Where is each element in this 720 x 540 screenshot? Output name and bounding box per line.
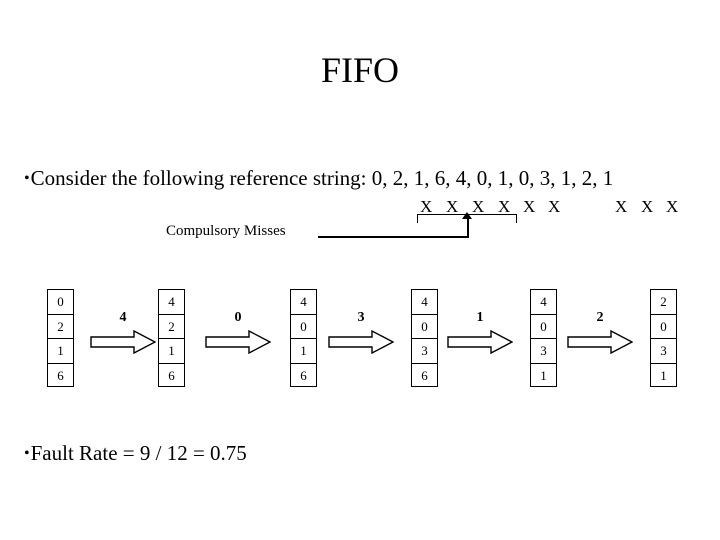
transition-label: 4 [119,310,127,325]
leader-vertical-line [467,216,469,238]
transition-4: 4 [88,310,158,356]
transition-2: 2 [565,310,635,356]
compulsory-misses-label: Compulsory Misses [166,223,286,239]
bullet-reference-text: Consider the following reference string:… [30,166,614,190]
right-block-arrow-icon [567,330,633,354]
frame-cell: 6 [421,367,428,383]
frame-cell: 3 [412,339,437,364]
frame-cell: 1 [291,339,316,364]
frame-cell: 2 [159,315,184,339]
miss-marker: X [548,197,561,216]
page-title: FIFO [320,50,400,90]
frame-cell: 0 [291,315,316,339]
transition-label: 0 [234,310,242,325]
bullet-reference-string: •Consider the following reference string… [24,165,613,192]
transition-label: 1 [476,310,484,325]
frame-cell: 0 [651,315,676,339]
transition-label: 3 [357,310,365,325]
frame-cell: 4 [531,290,556,315]
frame-cell: 0 [412,315,437,339]
frame-cell: 0 [531,315,556,339]
leader-horizontal-line [318,236,469,238]
frame-cell: 4 [291,290,316,315]
transition-label: 2 [596,310,604,325]
frame-cell: 1 [48,339,73,364]
transition-0: 0 [203,310,273,356]
frame-cell: 2 [48,315,73,339]
miss-marker: X [472,197,485,216]
miss-marker: X [446,197,459,216]
frame-cell: 6 [57,367,64,383]
miss-marker: X [615,197,628,216]
frame-cell: 1 [660,367,667,383]
miss-marker: X [641,197,654,216]
frame-cell: 4 [159,290,184,315]
miss-marker: X [666,197,679,216]
miss-marker: X [420,197,433,216]
frame-cell: 1 [540,367,547,383]
frame-cell: 3 [651,339,676,364]
frame-cell: 1 [159,339,184,364]
bullet-fault-rate: •Fault Rate = 9 / 12 = 0.75 [24,440,247,467]
leader-arrowhead-icon [462,212,472,219]
frame-cell: 0 [48,290,73,315]
right-block-arrow-icon [90,330,156,354]
frame-cell: 6 [300,367,307,383]
frame-cell: 6 [168,367,175,383]
frame-cell: 4 [412,290,437,315]
bullet-fault-text: Fault Rate = 9 / 12 = 0.75 [30,441,247,465]
bullet-dot-icon: • [24,170,30,187]
right-block-arrow-icon [447,330,513,354]
bullet-dot-icon: • [24,445,30,462]
miss-marker: X [498,197,511,216]
frame-cell: 2 [651,290,676,315]
frame-cell: 3 [531,339,556,364]
transition-1: 1 [445,310,515,356]
right-block-arrow-icon [328,330,394,354]
right-block-arrow-icon [205,330,271,354]
miss-marker: X [523,197,536,216]
transition-3: 3 [326,310,396,356]
